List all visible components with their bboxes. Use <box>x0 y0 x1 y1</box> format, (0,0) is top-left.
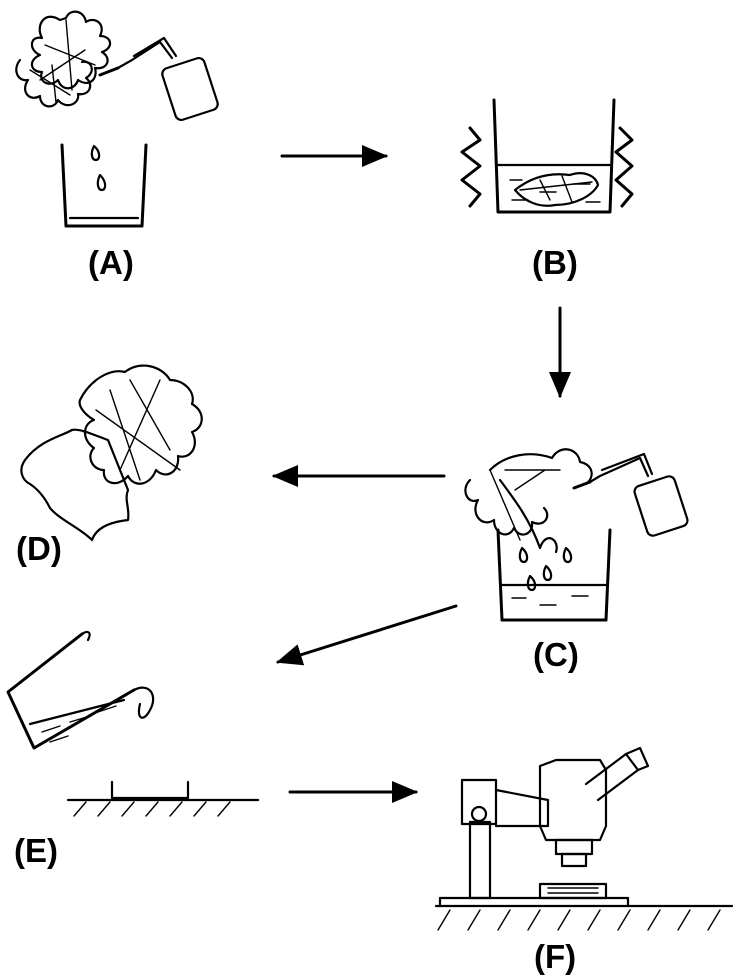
panel-d: (D) <box>16 364 203 567</box>
panel-label-a: (A) <box>88 244 134 281</box>
arrows <box>272 145 571 803</box>
wash-bottle-icon <box>572 452 689 537</box>
arrow-icon <box>276 604 458 666</box>
beaker-icon <box>60 143 148 228</box>
panel-e: (E) <box>6 630 260 869</box>
panel-label-b: (B) <box>532 244 578 281</box>
leaf-icon <box>513 172 600 207</box>
cloth-bag-icon <box>20 428 130 542</box>
leaf-icon <box>15 10 112 108</box>
leaf-icon <box>464 448 593 554</box>
panel-label-c: (C) <box>533 636 579 673</box>
panel-b: (B) <box>460 98 634 281</box>
glass-slide-icon <box>66 780 260 817</box>
panel-label-d: (D) <box>16 530 62 567</box>
beaker-icon <box>496 528 612 622</box>
panel-c: (C) <box>464 448 689 673</box>
panel-label-e: (E) <box>14 832 58 869</box>
panel-label-f: (F) <box>534 938 576 975</box>
panel-a: (A) <box>15 10 219 281</box>
panel-f: (F) <box>434 746 734 975</box>
beaker-icon <box>6 630 155 750</box>
heat-wave-icon <box>460 126 634 208</box>
microscope-icon <box>434 746 734 931</box>
wash-bottle-icon <box>98 36 219 122</box>
leaf-icon <box>78 364 203 485</box>
beaker-icon <box>492 98 616 214</box>
